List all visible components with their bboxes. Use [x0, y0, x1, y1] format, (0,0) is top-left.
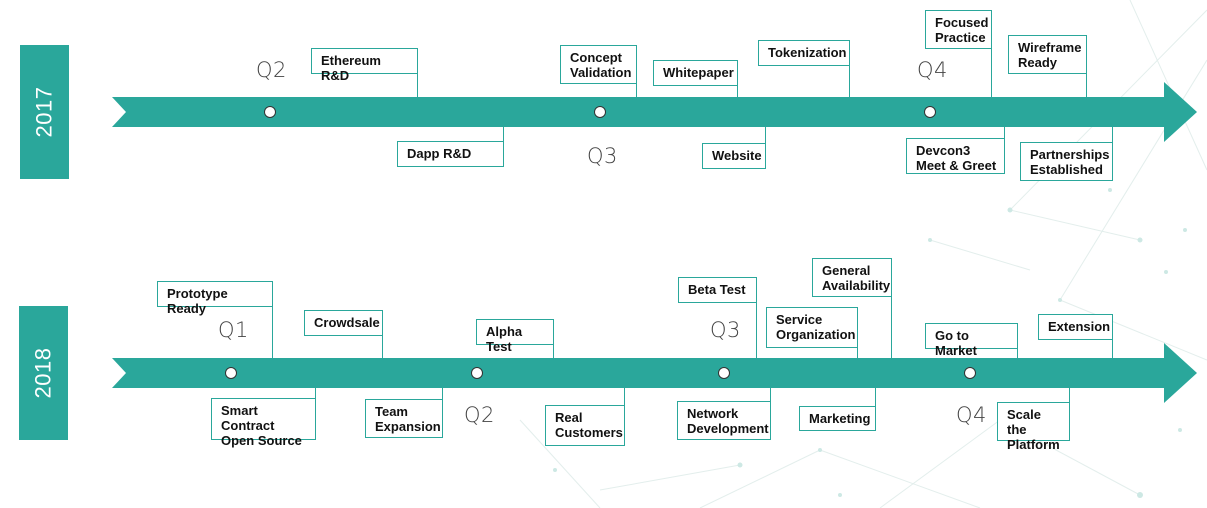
- milestone-marketing: Marketing: [799, 406, 876, 431]
- connector-line: [756, 277, 757, 358]
- milestone-devcon3: Devcon3 Meet & Greet: [906, 138, 1005, 174]
- milestone-whitepaper: Whitepaper: [653, 60, 738, 86]
- milestone-extension: Extension: [1038, 314, 1113, 340]
- milestone-service-organization: Service Organization: [766, 307, 858, 348]
- milestone-partnerships: Partnerships Established: [1020, 142, 1113, 181]
- milestone-general-availability: General Availability: [812, 258, 892, 297]
- milestone-beta-test: Beta Test: [678, 277, 757, 303]
- quarter-label: Q2: [256, 58, 287, 82]
- milestone-concept-validation: Concept Validation: [560, 45, 637, 84]
- timeline-node: [471, 367, 483, 379]
- milestone-website: Website: [702, 143, 766, 169]
- quarter-label: Q1: [218, 318, 249, 342]
- milestone-network-development: Network Development: [677, 401, 771, 440]
- quarter-label: Q2: [464, 403, 495, 427]
- milestone-team-expansion: Team Expansion: [365, 399, 443, 438]
- milestone-tokenization: Tokenization: [758, 40, 850, 66]
- milestone-focused-practice: Focused Practice: [925, 10, 992, 49]
- timeline-node: [264, 106, 276, 118]
- year-label: 2018: [30, 347, 56, 399]
- quarter-label: Q4: [956, 403, 987, 427]
- timeline-arrow-2018: [112, 343, 1197, 403]
- milestone-wireframe-ready: Wireframe Ready: [1008, 35, 1087, 74]
- milestone-alpha-test: Alpha Test: [476, 319, 554, 354]
- timeline-node: [964, 367, 976, 379]
- connector-line: [991, 10, 992, 97]
- timeline-node: [594, 106, 606, 118]
- milestone-smart-contract: Smart Contract Open Source: [211, 398, 316, 448]
- year-badge-2018: 2018: [19, 306, 68, 440]
- quarter-label: Q4: [917, 58, 948, 82]
- milestone-crowdsale: Crowdsale: [304, 310, 383, 336]
- milestone-scale-platform: Scale the Platform: [997, 402, 1070, 452]
- milestone-go-to-market: Go to Market: [925, 323, 1018, 358]
- timeline-node: [225, 367, 237, 379]
- quarter-label: Q3: [710, 318, 741, 342]
- milestone-dapp-rd: Dapp R&D: [397, 141, 504, 167]
- timeline-node: [718, 367, 730, 379]
- year-badge-2017: 2017: [20, 45, 69, 179]
- connector-line: [891, 258, 892, 358]
- milestone-real-customers: Real Customers: [545, 405, 625, 446]
- milestone-prototype-ready: Prototype Ready: [157, 281, 273, 316]
- timeline-node: [924, 106, 936, 118]
- connector-line: [849, 40, 850, 97]
- year-label: 2017: [31, 86, 57, 138]
- connector-line: [272, 281, 273, 358]
- milestone-ethereum-rd: Ethereum R&D: [311, 48, 418, 83]
- timeline-arrow-2017: [112, 82, 1197, 142]
- quarter-label: Q3: [587, 144, 618, 168]
